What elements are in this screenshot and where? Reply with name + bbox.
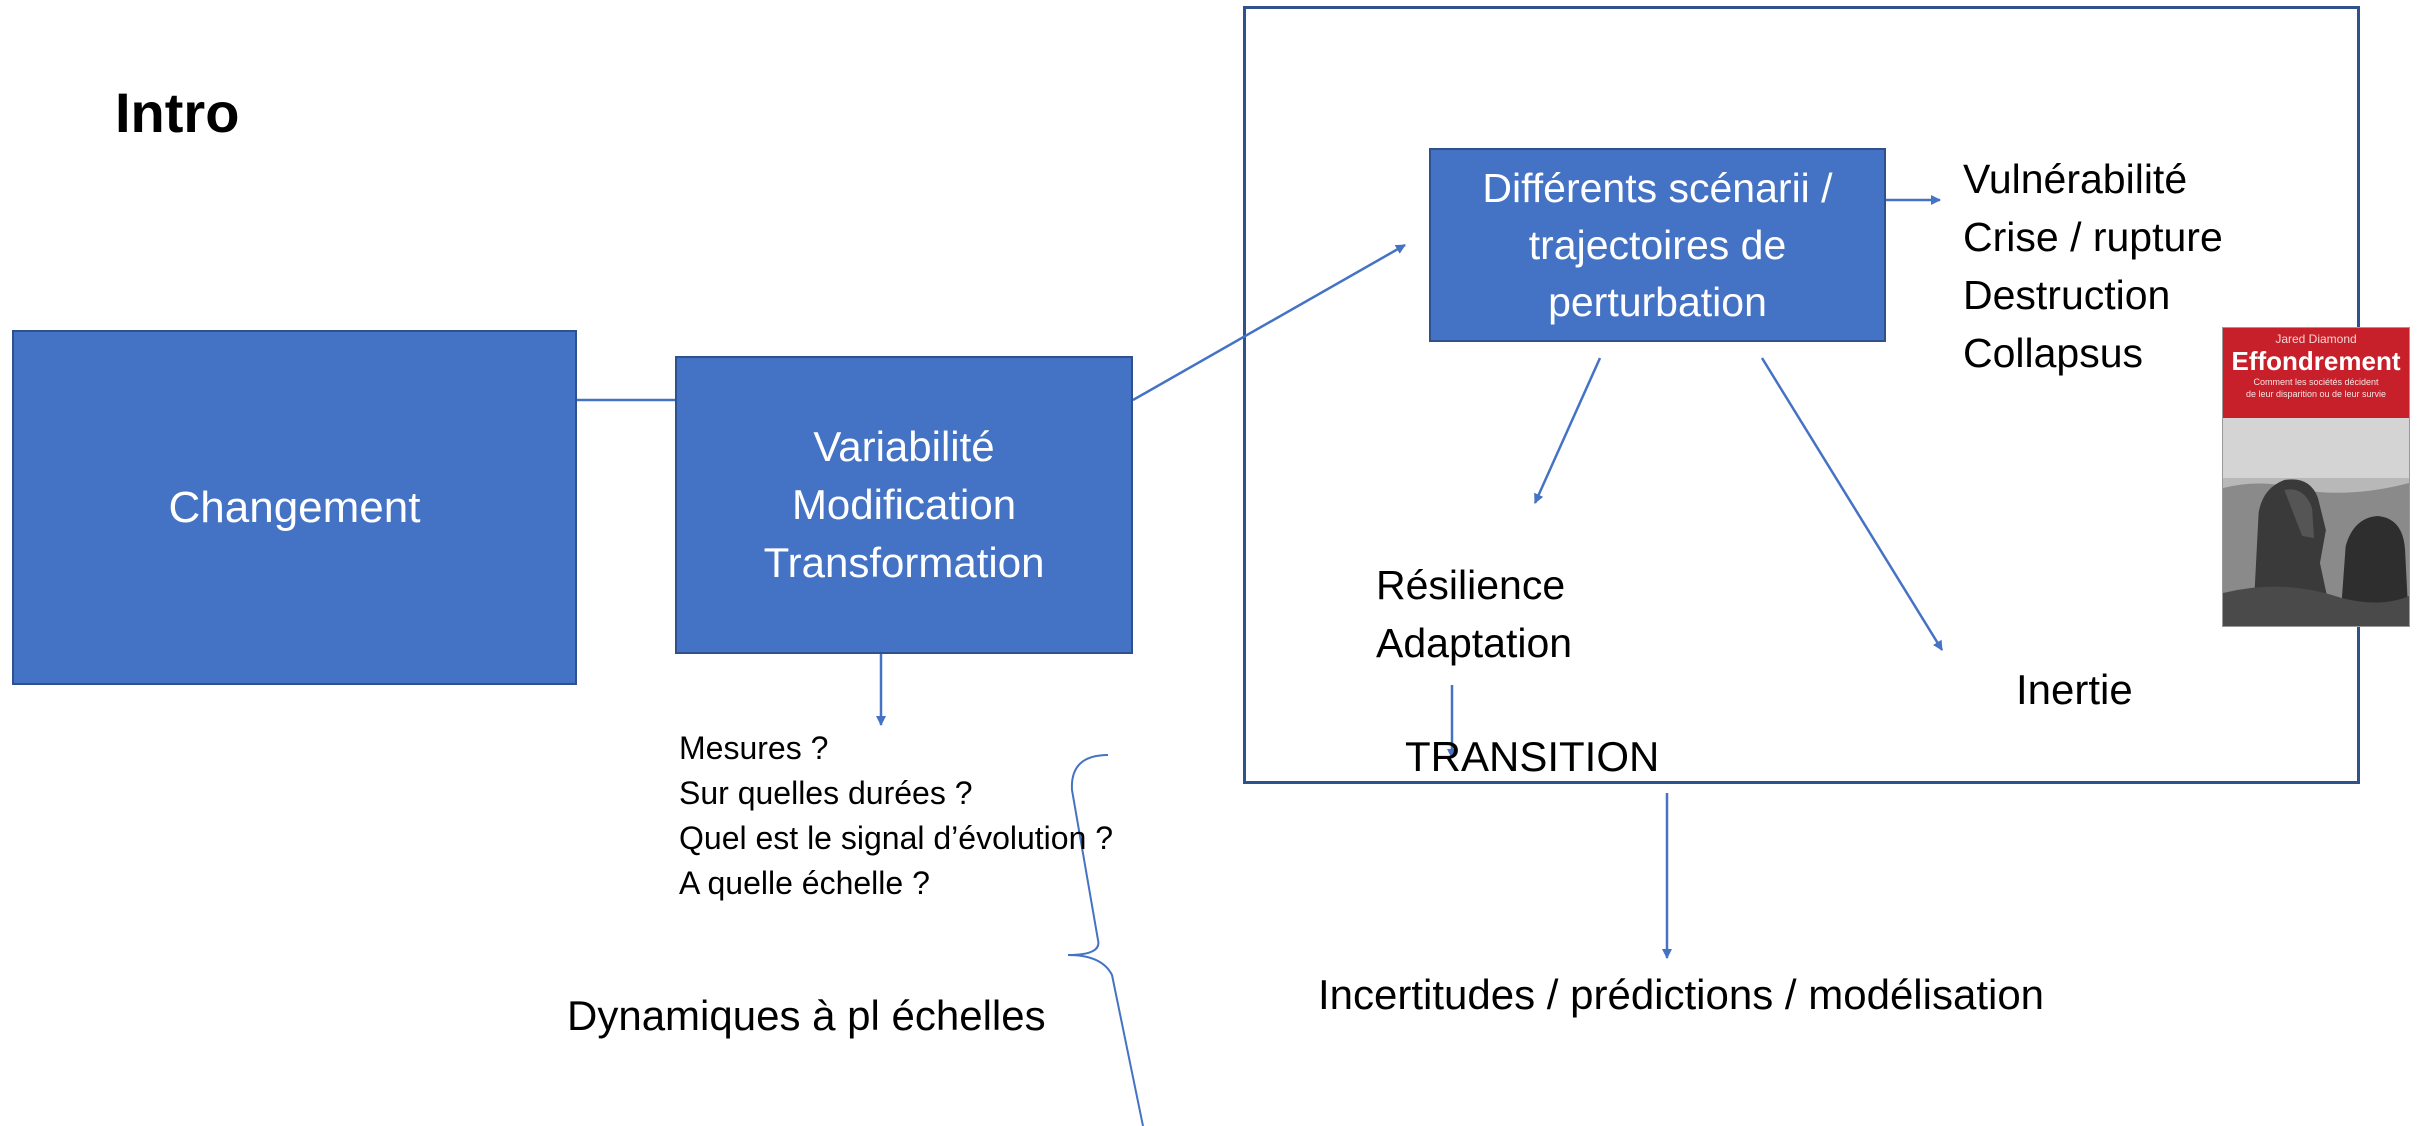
arrow-variabilite-scenarii (1132, 243, 1406, 402)
book-subtitle-1: Comment les sociétés décident (2253, 377, 2379, 387)
outcomes-left: Résilience Adaptation (1376, 556, 1572, 672)
incertitudes-label: Incertitudes / prédictions / modélisatio… (1318, 971, 2045, 1018)
inertie-label: Inertie (2016, 666, 2133, 713)
outcome-crise: Crise / rupture (1963, 214, 2223, 260)
scenarii-box: Différents scénarii / trajectoires de pe… (1429, 148, 1886, 342)
arrow-scenarii-inertie (1760, 357, 1944, 651)
book-author: Jared Diamond (2275, 332, 2357, 346)
book-subtitle-2: de leur disparition ou de leur survie (2245, 389, 2387, 399)
moai-statues-image (2223, 418, 2409, 626)
curly-brace (1067, 754, 1144, 1126)
questions-list: Mesures ? Sur quelles durées ? Quel est … (679, 726, 1113, 906)
outcomes-right: Vulnérabilité Crise / rupture Destructio… (1963, 150, 2223, 382)
slide-title: Intro (115, 81, 240, 144)
effondrement-book-cover: Jared Diamond Effondrement Comment les s… (2222, 327, 2410, 627)
question-signal: Quel est le signal d’évolution ? (679, 820, 1114, 856)
outcome-vulnerabilite: Vulnérabilité (1963, 156, 2188, 202)
variabilite-line: Variabilité (813, 423, 995, 470)
scenarii-line-3: perturbation (1548, 278, 1767, 325)
book-title: Effondrement (2231, 346, 2401, 376)
book-cover-header: Jared Diamond Effondrement Comment les s… (2223, 328, 2409, 418)
transition-label: TRANSITION (1405, 733, 1660, 780)
arrow-scenarii-resilience (1533, 357, 1602, 504)
question-echelle: A quelle échelle ? (679, 865, 930, 901)
question-mesures: Mesures ? (679, 730, 829, 766)
scenarii-line-2: trajectoires de (1528, 221, 1787, 268)
outcome-collapsus: Collapsus (1963, 330, 2144, 376)
dynamiques-label: Dynamiques à pl échelles (567, 992, 1046, 1039)
question-durees: Sur quelles durées ? (679, 775, 973, 811)
modification-line: Modification (791, 481, 1017, 528)
variabilite-box: Variabilité Modification Transformation (675, 356, 1133, 654)
changement-box: Changement (12, 330, 577, 685)
outcome-adaptation: Adaptation (1376, 620, 1573, 666)
outcome-destruction: Destruction (1963, 272, 2171, 318)
changement-label: Changement (168, 482, 421, 532)
outcome-resilience: Résilience (1376, 562, 1566, 608)
transformation-line: Transformation (763, 539, 1045, 586)
scenarii-line-1: Différents scénarii / (1482, 164, 1833, 211)
